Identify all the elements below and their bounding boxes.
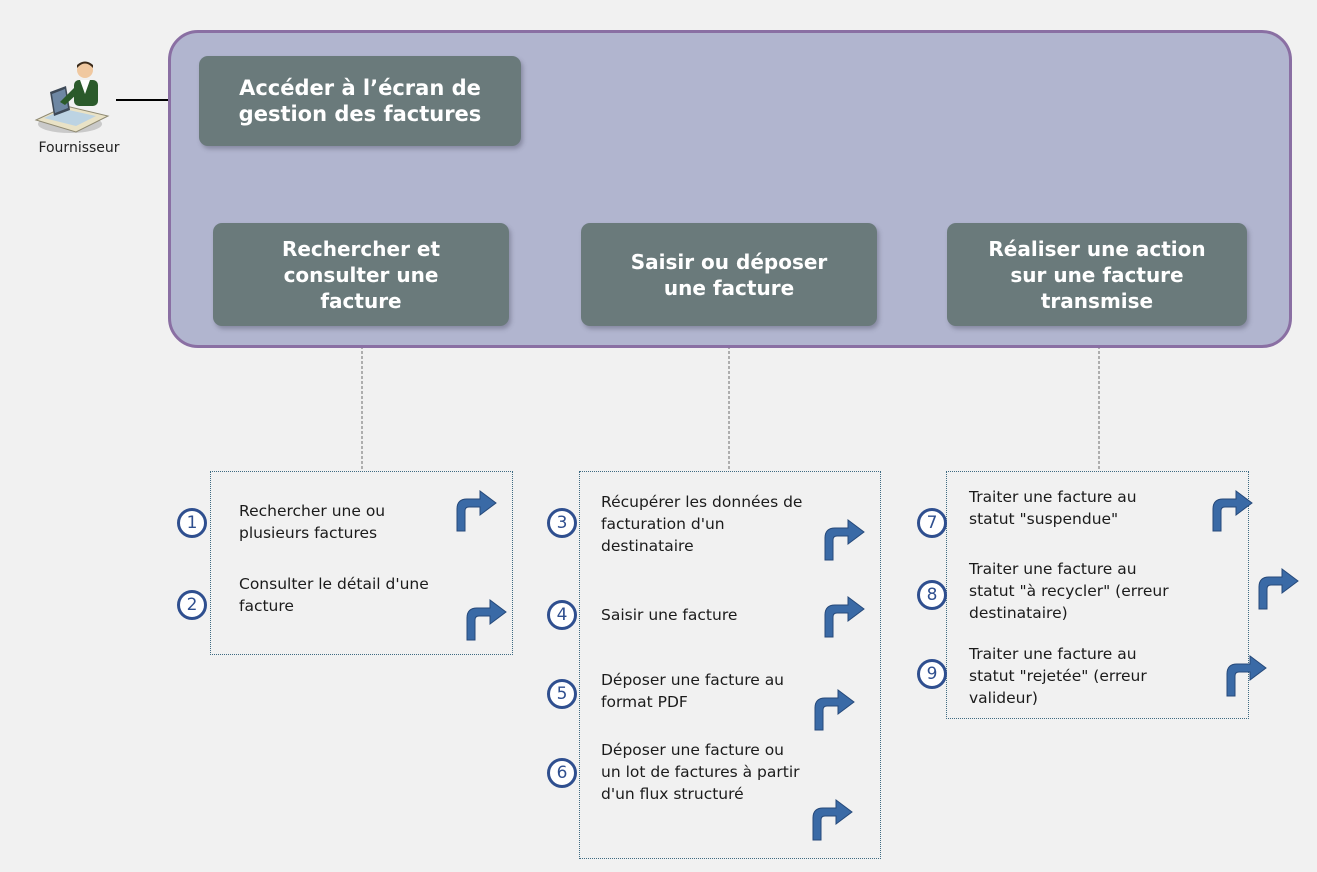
step-9-line1: Traiter une facture au bbox=[969, 645, 1137, 663]
step-number-circle: 2 bbox=[177, 590, 207, 620]
step-9-line2: statut "rejetée" (erreur bbox=[969, 667, 1147, 685]
step-number-circle: 5 bbox=[547, 679, 577, 709]
step-6-line1: Déposer une facture ou bbox=[601, 741, 784, 759]
step-8-line3: destinataire) bbox=[969, 604, 1068, 622]
step-number-circle: 7 bbox=[917, 508, 947, 538]
link-arrow-icon[interactable] bbox=[820, 516, 866, 562]
step-1-line1: Rechercher une ou bbox=[239, 502, 386, 520]
step-3-line1: Récupérer les données de bbox=[601, 493, 803, 511]
category-search-line1: Rechercher et bbox=[281, 236, 441, 261]
category-search-line2: consulter une bbox=[283, 262, 439, 287]
link-arrow-icon[interactable] bbox=[808, 796, 854, 842]
step-8-line2: statut "à recycler" (erreur bbox=[969, 582, 1169, 600]
steps-panel-action bbox=[946, 471, 1249, 719]
step-4-line1: Saisir une facture bbox=[601, 606, 738, 624]
link-arrow-icon[interactable] bbox=[452, 487, 498, 533]
category-search-box: Rechercher et consulter une facture bbox=[213, 223, 509, 326]
link-arrow-icon[interactable] bbox=[462, 596, 508, 642]
step-3-line2: facturation d'un bbox=[601, 515, 725, 533]
link-arrow-icon[interactable] bbox=[820, 593, 866, 639]
step-8-line1: Traiter une facture au bbox=[969, 560, 1137, 578]
step-number-circle: 1 bbox=[177, 508, 207, 538]
category-action-line3: transmise bbox=[1040, 288, 1154, 313]
step-9-line3: valideur) bbox=[969, 689, 1038, 707]
access-screen-box: Accéder à l’écran de gestion des facture… bbox=[199, 56, 521, 146]
link-arrow-icon[interactable] bbox=[1208, 487, 1254, 533]
actor-fournisseur: Fournisseur bbox=[14, 58, 144, 168]
category-submit-line2: une facture bbox=[663, 275, 795, 300]
step-6-line3: d'un flux structuré bbox=[601, 785, 744, 803]
step-1-line2: plusieurs factures bbox=[239, 524, 378, 542]
category-action-line1: Réaliser une action bbox=[988, 236, 1206, 261]
step-2-line2: facture bbox=[239, 597, 294, 615]
step-number-circle: 8 bbox=[917, 580, 947, 610]
step-5-line2: format PDF bbox=[601, 693, 688, 711]
step-number-circle: 4 bbox=[547, 600, 577, 630]
user-at-computer-icon bbox=[34, 61, 110, 133]
category-action-box: Réaliser une action sur une facture tran… bbox=[947, 223, 1247, 326]
access-screen-line2: gestion des factures bbox=[238, 102, 482, 126]
category-submit-line1: Saisir ou déposer bbox=[630, 249, 828, 274]
category-submit-box: Saisir ou déposer une facture bbox=[581, 223, 877, 326]
category-search-line3: facture bbox=[320, 288, 402, 313]
category-action-line2: sur une facture bbox=[1010, 262, 1184, 287]
step-3-line3: destinataire bbox=[601, 537, 694, 555]
step-number-circle: 3 bbox=[547, 508, 577, 538]
step-7-line2: statut "suspendue" bbox=[969, 510, 1119, 528]
access-screen-line1: Accéder à l’écran de bbox=[239, 76, 481, 100]
step-number-circle: 6 bbox=[547, 758, 577, 788]
step-5-line1: Déposer une facture au bbox=[601, 671, 785, 689]
actor-label: Fournisseur bbox=[38, 140, 120, 156]
step-number-circle: 9 bbox=[917, 659, 947, 689]
step-2-line1: Consulter le détail d'une bbox=[239, 575, 429, 593]
link-arrow-icon[interactable] bbox=[1254, 565, 1300, 611]
link-arrow-icon[interactable] bbox=[1222, 652, 1268, 698]
step-6-line2: un lot de factures à partir bbox=[601, 763, 800, 781]
link-arrow-icon[interactable] bbox=[810, 686, 856, 732]
step-7-line1: Traiter une facture au bbox=[969, 488, 1137, 506]
